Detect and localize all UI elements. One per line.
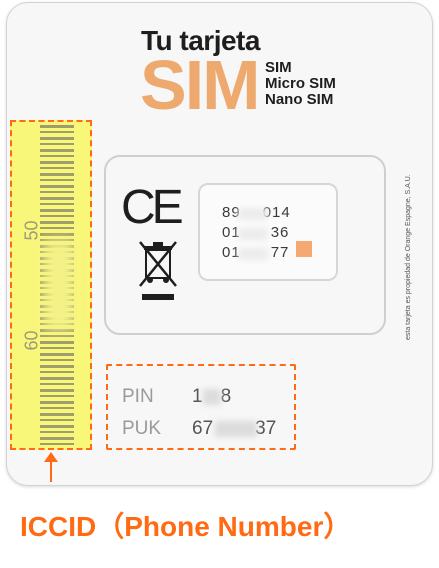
chip-num: 01 — [222, 244, 241, 261]
brand-title: Tu tarjeta — [141, 25, 260, 56]
barcode-blur — [44, 240, 74, 330]
iccid-caption: ICCID（Phone Number） — [20, 511, 352, 542]
nano-sim-frame — [198, 183, 338, 281]
chip-num: 01 — [222, 224, 241, 241]
arrow-stem — [50, 458, 52, 482]
brand-sim-logo: SIM — [140, 46, 260, 124]
size-micro-sim: Micro SIM — [265, 75, 336, 92]
chip-blur — [238, 228, 268, 240]
chip-num: 77 — [270, 244, 290, 261]
pin-label: PIN — [122, 386, 154, 407]
puk-value: 67 37 — [192, 418, 276, 440]
chip-blur — [238, 208, 268, 220]
pin-value-start: 1 — [192, 386, 203, 407]
puk-value-end: 37 — [255, 418, 277, 439]
chip-number-row-2: 01 36 — [222, 224, 289, 241]
chip-number-row-3: 01 77 — [222, 244, 289, 261]
puk-label: PUK — [122, 418, 162, 439]
weee-bin-icon — [139, 241, 177, 300]
chip-blur — [238, 248, 268, 260]
puk-blur — [215, 421, 257, 437]
pin-puk-highlight-box — [106, 364, 296, 450]
sim-cutout-frame — [104, 155, 386, 335]
ce-mark: CE — [121, 181, 184, 234]
chip-num: 014 — [262, 204, 291, 221]
puk-value-start: 67 — [192, 418, 214, 439]
sim-sizes: SIM Micro SIM Nano SIM — [265, 60, 336, 108]
size-sim: SIM — [265, 59, 292, 76]
barcode-number-1: 50 — [21, 220, 42, 241]
barcode-number-2: 60 — [21, 330, 42, 351]
size-nano-sim: Nano SIM — [265, 91, 334, 108]
chip-number-row-1: 89 014 — [222, 204, 291, 221]
chip-contact-icon — [296, 241, 312, 257]
chip-num: 36 — [270, 224, 290, 241]
pin-value-end: 8 — [220, 386, 232, 407]
ownership-text: esta tarjeta es propiedad de Orange Espa… — [405, 174, 412, 340]
arrow-up-icon — [44, 452, 58, 462]
chip-num: 89 — [222, 204, 241, 221]
pin-blur — [203, 389, 221, 405]
